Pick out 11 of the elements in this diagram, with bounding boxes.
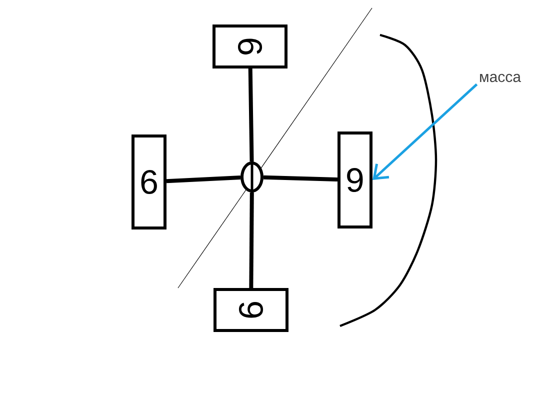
digit-box: 6 [338, 132, 372, 228]
connector-line [248, 68, 254, 162]
digit-box: 6 [214, 288, 288, 332]
digit-box: 6 [132, 134, 166, 230]
digit-box: 6 [212, 24, 288, 68]
connector-line [263, 175, 338, 182]
connector-line [166, 176, 241, 184]
arrow [372, 83, 478, 180]
connector-line [249, 192, 254, 288]
label-text: масса [480, 74, 521, 82]
junction-ellipse [240, 162, 264, 192]
